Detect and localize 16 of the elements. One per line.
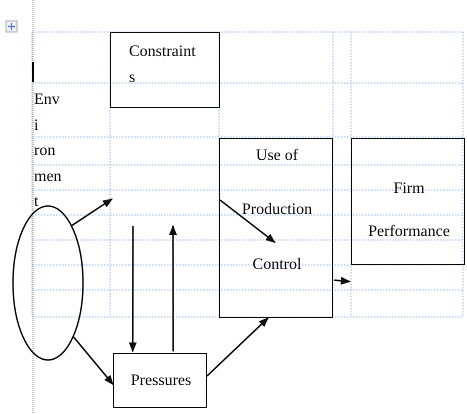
node-caption: Env i ron men t (34, 90, 63, 212)
arrow (169, 225, 177, 352)
arrow (72, 336, 114, 386)
arrow (128, 226, 137, 352)
arrow (334, 276, 351, 285)
arrow (206, 317, 269, 377)
text-box (113, 353, 207, 408)
box-label: Firm Performance (367, 179, 451, 242)
text-box (219, 138, 333, 318)
arrow (220, 199, 276, 244)
text-box (351, 138, 465, 265)
box-label: Constraint s (129, 42, 197, 88)
box-label: Use of Production Control (240, 146, 314, 275)
arrow (70, 198, 113, 226)
text-box (110, 32, 220, 108)
box-label: Pressures (130, 371, 192, 391)
